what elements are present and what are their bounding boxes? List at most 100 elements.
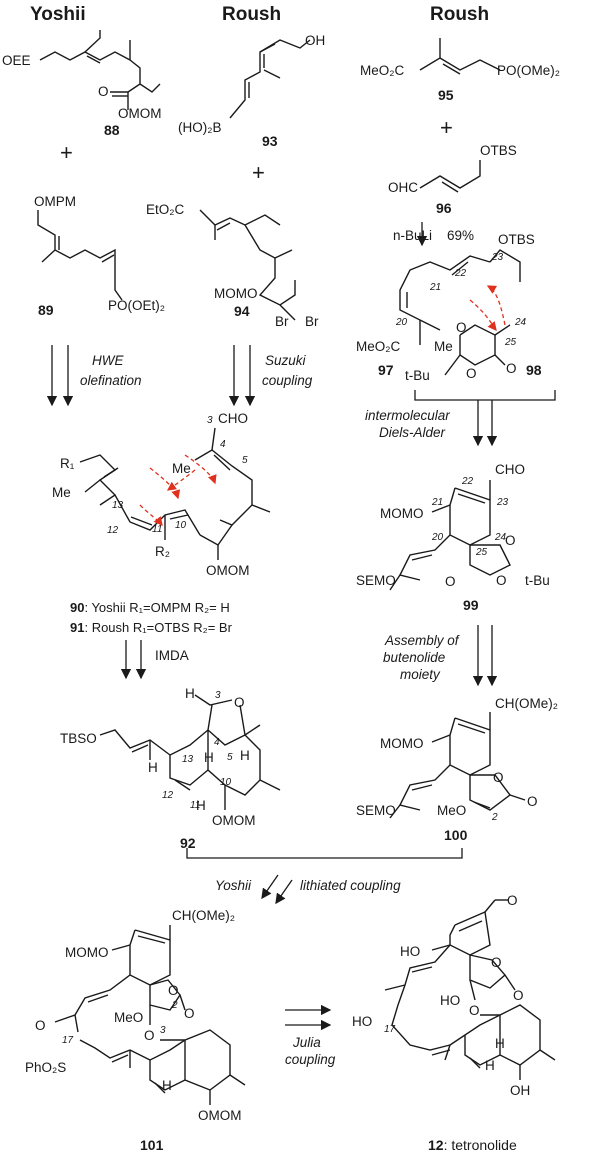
atom-label: PO(OMe)₂ — [497, 63, 560, 78]
compound-101: CH(OMe)₂ MOMO O O 2 O 17 MeO O 3 OMOM H … — [25, 908, 246, 1153]
atom-label: OMOM — [206, 563, 250, 578]
bond-line — [539, 1049, 556, 1061]
atom-label: H — [162, 1078, 172, 1093]
compound-90-91: CHO 3 4 5 Me OMOM R₂ 10 11 12 13 Me R₁ — [52, 411, 271, 578]
atom-label: Me — [52, 485, 71, 500]
bond-line — [398, 764, 451, 811]
atom-label: 21 — [431, 497, 443, 508]
condition-suzuki-coupling: coupling — [262, 373, 313, 388]
bond-line — [194, 694, 233, 706]
atom-label: 22 — [461, 476, 474, 487]
atom-label: H — [196, 798, 206, 813]
condition-nbuli: n-BuLi — [393, 228, 432, 243]
bond-line — [207, 704, 213, 731]
atom-label: 10 — [175, 520, 187, 531]
condition-imda: IMDA — [155, 648, 189, 663]
bond-line — [384, 984, 406, 991]
condition-moiety: moiety — [400, 667, 441, 682]
atom-label: H — [204, 750, 214, 765]
bond-line — [251, 504, 271, 513]
compound-100: CH(OMe)₂ MOMO SEMO O O MeO 2 100 — [356, 696, 558, 843]
bond-line — [130, 516, 153, 526]
atom-label: SEMO — [356, 803, 396, 818]
bond-line — [458, 920, 483, 932]
bond-line — [137, 935, 166, 944]
bond-line — [391, 1004, 451, 1051]
atom-label: O — [469, 1003, 480, 1018]
bond-line — [79, 454, 117, 496]
bond-line — [101, 254, 115, 263]
compound-96-number: 96 — [436, 200, 452, 216]
bond-line — [37, 210, 123, 301]
atom-label: Br — [305, 314, 319, 329]
bond-line — [279, 304, 296, 321]
atom-label: O — [527, 794, 538, 809]
bond-line — [397, 944, 451, 1006]
compound-93: OH (HO)₂B 93 — [178, 33, 325, 149]
arrow-coupling-1 — [261, 874, 279, 900]
bond-line — [99, 729, 171, 756]
compound-90-number: 90: Yoshii R₁=OMPM R₂= H — [70, 600, 230, 615]
condition-diels-alder: Diels-Alder — [379, 425, 446, 440]
bond-line — [442, 63, 461, 75]
atom-label: H — [485, 1058, 495, 1073]
bond-line — [451, 261, 469, 276]
atom-label: 11 — [152, 524, 162, 535]
bond-line — [199, 524, 233, 546]
atom-label: : Yoshii R₁=OMPM R₂= H — [84, 600, 229, 615]
atom-label: 20 — [395, 317, 408, 328]
compound-89: OMPM PO(OEt)₂ 89 — [34, 194, 165, 318]
atom-label: 25 — [504, 337, 517, 348]
bond-line — [154, 1082, 166, 1094]
atom-label: 20 — [431, 532, 444, 543]
compound-97: OTBS MeO₂C Me 97 22 23 21 20 — [356, 232, 535, 378]
condition-butenolide: butenolide — [383, 650, 445, 665]
atom-label: HO — [400, 944, 420, 959]
atom-label: SEMO — [356, 573, 396, 588]
bond-line — [457, 723, 486, 734]
bond-line — [431, 1049, 451, 1056]
atom-label: OH — [510, 1083, 530, 1098]
compound-101-number: 101 — [140, 1137, 164, 1153]
atom-label: 11 — [190, 800, 200, 811]
atom-label: MOMO — [380, 506, 424, 521]
atom-label: 12 — [428, 1137, 444, 1153]
atom-label: OMOM — [118, 106, 162, 121]
bond-line — [84, 479, 101, 493]
atom-label: OMOM — [212, 813, 256, 828]
condition-intermolecular: intermolecular — [365, 408, 450, 423]
atom-label: O — [507, 893, 518, 908]
bond-line — [469, 954, 506, 989]
bracket-coupling — [186, 848, 463, 859]
bond-line — [160, 1029, 231, 1091]
bond-line — [213, 454, 231, 471]
atom-label: EtO₂C — [146, 202, 184, 217]
arrow-coupling-2 — [275, 879, 293, 905]
atom-label: 4 — [220, 439, 226, 450]
bond-line — [444, 354, 461, 376]
compound-92-number: 92 — [180, 835, 196, 851]
atom-label: HO — [440, 993, 460, 1008]
bond-line — [216, 222, 231, 231]
condition-olefination: olefination — [80, 373, 142, 388]
atom-label: O — [505, 533, 516, 548]
bond-line — [244, 724, 261, 736]
atom-label: 3 — [207, 415, 213, 426]
atom-label: MeO₂C — [360, 63, 404, 78]
atom-label: 10 — [220, 777, 232, 788]
bond-line — [469, 774, 511, 811]
atom-label: : tetronolide — [444, 1137, 517, 1153]
bond-line — [229, 1074, 246, 1086]
bond-line — [211, 427, 216, 451]
atom-label: O — [466, 366, 477, 381]
bond-line — [504, 974, 516, 991]
bond-line — [449, 717, 491, 776]
atom-label: MeO₂C — [356, 339, 400, 354]
bracket-diels-alder — [414, 390, 556, 401]
red-arrow — [139, 504, 163, 527]
bond-line — [398, 534, 451, 581]
bond-line — [84, 40, 131, 62]
bond-line — [494, 324, 511, 336]
bond-line — [263, 69, 281, 79]
